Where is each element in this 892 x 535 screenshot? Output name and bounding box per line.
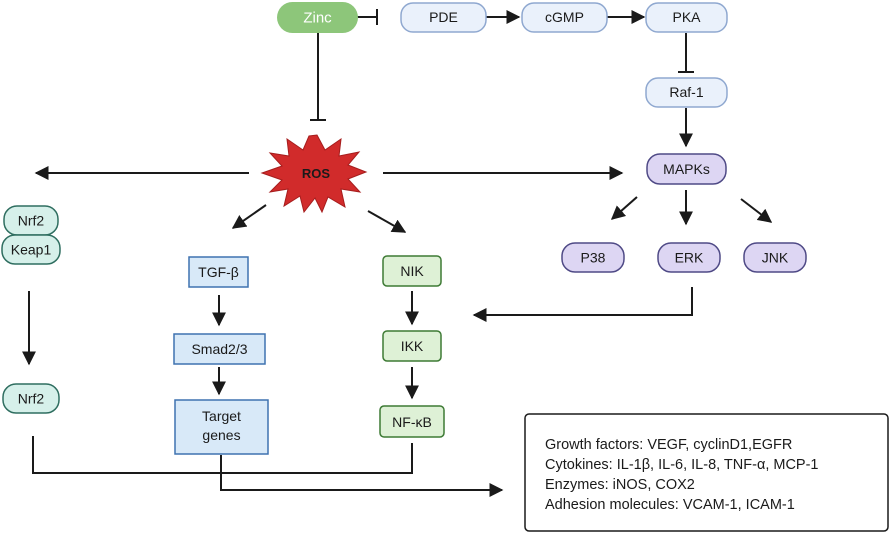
zinc-label: Zinc: [303, 10, 332, 27]
ros-node: ROS: [260, 134, 368, 214]
nrf2-keap1-complex: Nrf2 Keap1: [1, 205, 61, 265]
mapks-node: MAPKs: [646, 153, 727, 185]
nrf2-top-label: Nrf2: [18, 213, 45, 229]
raf1-label: Raf-1: [669, 84, 703, 100]
ros-starburst-icon: [260, 134, 368, 214]
ros-to-tgfb-arrow: [231, 204, 267, 229]
target-genes-line2: genes: [202, 427, 240, 443]
tgfb-label: TGF-β: [198, 264, 239, 280]
tgfb-node: TGF-β: [188, 256, 249, 288]
ros-to-nik-arrow: [367, 210, 407, 233]
nik-node: NIK: [382, 255, 442, 287]
target-genes-line1: Target: [202, 408, 241, 424]
mapks-to-jnk-arrow: [740, 198, 773, 223]
mapks-label: MAPKs: [663, 161, 710, 177]
erk-to-nfkb-pathway-arrow: [472, 287, 693, 322]
p38-node: P38: [561, 242, 625, 273]
smad-label: Smad2/3: [191, 341, 247, 357]
p38-label: P38: [581, 250, 606, 266]
pka-node: PKA: [645, 2, 728, 33]
nrf2-bottom-label: Nrf2: [18, 391, 45, 407]
erk-label: ERK: [675, 250, 704, 266]
zinc-node: Zinc: [277, 2, 358, 33]
raf1-node: Raf-1: [645, 77, 728, 108]
nfkb-node: NF-κB: [379, 405, 445, 438]
outcomes-box: Growth factors: VEGF, cyclinD1,EGFR Cyto…: [524, 413, 889, 532]
ros-label: ROS: [302, 166, 331, 181]
target-genes-node: Target genes: [174, 399, 269, 455]
nrf2-bottom-node: Nrf2: [2, 383, 60, 414]
ikk-node: IKK: [382, 330, 442, 362]
jnk-node: JNK: [743, 242, 807, 273]
nik-label: NIK: [400, 263, 424, 279]
cgmp-label: cGMP: [545, 9, 584, 25]
mapks-to-p38-arrow: [610, 196, 638, 220]
pde-node: PDE: [400, 2, 487, 33]
outcome-adhesion-molecules: Adhesion molecules: VCAM-1, ICAM-1: [545, 497, 795, 513]
ikk-label: IKK: [401, 338, 424, 354]
target-to-outcomes-arrow: [220, 455, 504, 497]
nfkb-label: NF-κB: [392, 414, 432, 430]
outcome-enzymes: Enzymes: iNOS, COX2: [545, 477, 695, 493]
connectors: [22, 9, 773, 497]
erk-node: ERK: [657, 242, 721, 273]
outcome-growth-factors: Growth factors: VEGF, cyclinD1,EGFR: [545, 437, 792, 453]
jnk-label: JNK: [762, 250, 789, 266]
nrf2-nfkb-convergence-line: [32, 436, 413, 474]
cgmp-node: cGMP: [521, 2, 608, 33]
outcome-cytokines: Cytokines: IL-1β, IL-6, IL-8, TNF-α, MCP…: [545, 457, 819, 473]
pde-label: PDE: [429, 9, 458, 25]
keap1-label: Keap1: [11, 242, 52, 258]
smad-node: Smad2/3: [173, 333, 266, 365]
pka-label: PKA: [672, 9, 701, 25]
